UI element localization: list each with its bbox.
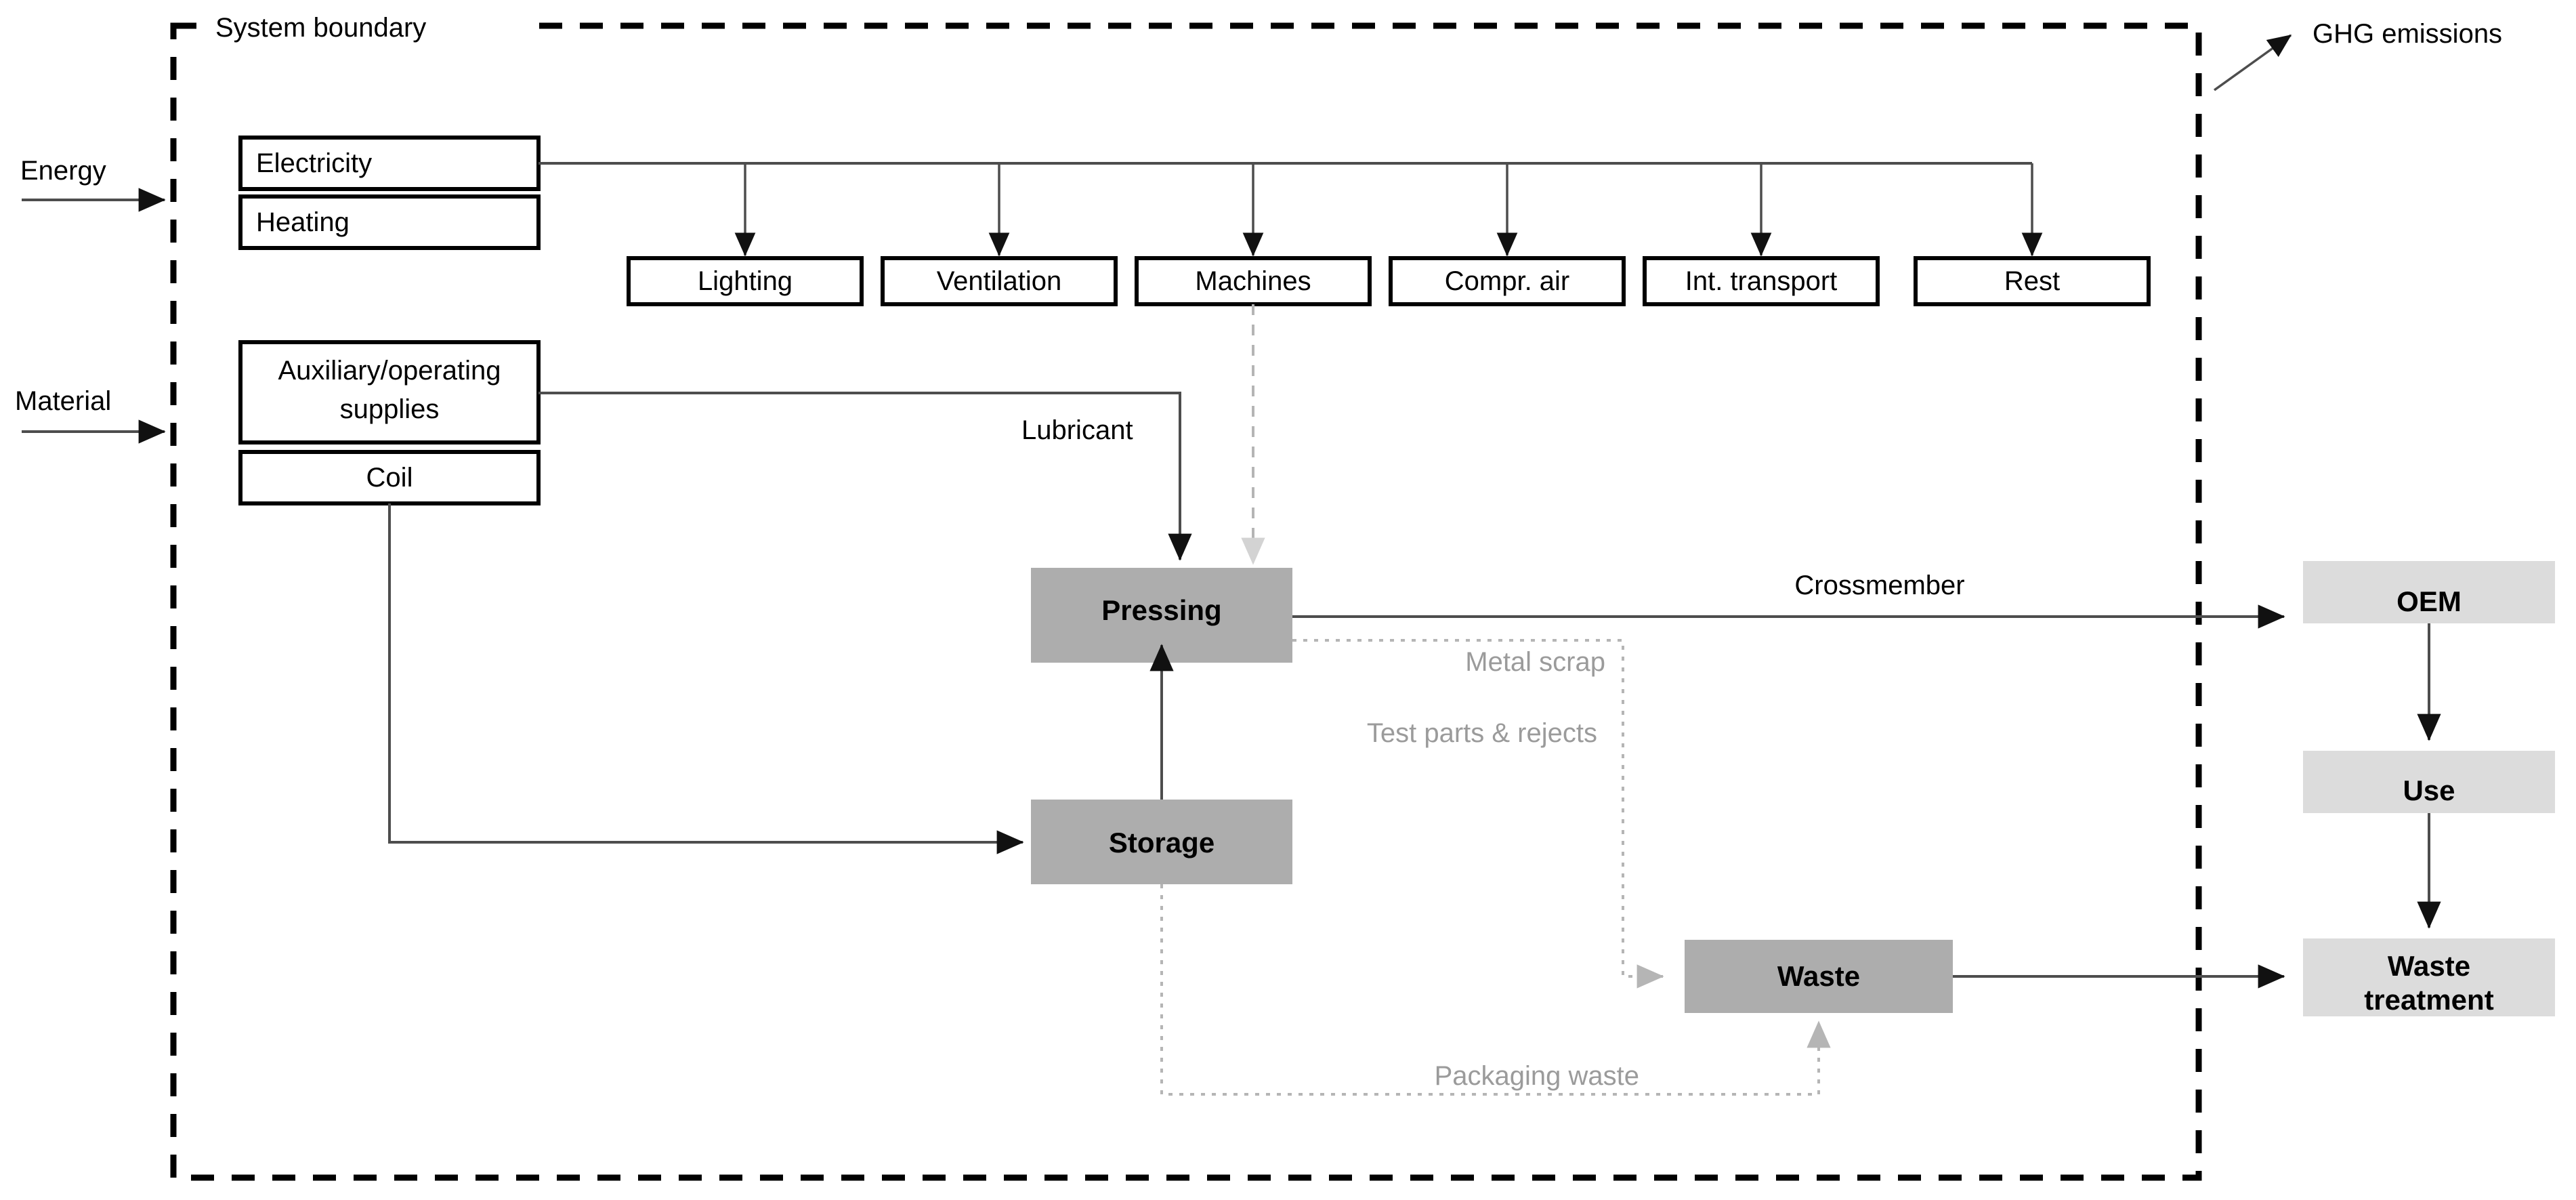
lighting-box[interactable] xyxy=(627,256,864,306)
storage-box[interactable] xyxy=(1031,800,1292,884)
heating-box-label: Heating xyxy=(256,207,350,237)
waste-treatment-box-label-line1: Waste xyxy=(2388,950,2470,982)
auxiliary-supplies-label-line1: Auxiliary/operating xyxy=(278,356,501,386)
lubricant-flow-label: Lubricant xyxy=(1021,415,1133,445)
use-box-label: Use xyxy=(2403,774,2455,806)
compressed-air-box[interactable] xyxy=(1389,256,1626,306)
energy-input-label: Energy xyxy=(20,156,106,186)
metal-scrap-flow-label: Metal scrap xyxy=(1465,647,1605,677)
machines-box[interactable] xyxy=(1135,256,1372,306)
heating-box[interactable] xyxy=(238,194,541,250)
rest-box[interactable] xyxy=(1914,256,2151,306)
machines-box-label: Machines xyxy=(1195,266,1311,296)
storage-box-label: Storage xyxy=(1109,827,1215,858)
lubricant-connector xyxy=(539,392,1192,561)
waste-box-label: Waste xyxy=(1777,960,1860,992)
compressed-air-box-label: Compr. air xyxy=(1445,266,1570,296)
oem-box-label: OEM xyxy=(2396,585,2462,617)
coil-to-storage-connector xyxy=(388,503,1024,854)
waste-treatment-box[interactable] xyxy=(2303,938,2555,1016)
waste-treatment-box-label-line2: treatment xyxy=(2364,984,2493,1016)
use-box[interactable] xyxy=(2303,751,2555,813)
internal-transport-box[interactable] xyxy=(1643,256,1880,306)
ventilation-box[interactable] xyxy=(881,256,1118,306)
ghg-emissions-arrow xyxy=(2213,34,2292,91)
lighting-box-label: Lighting xyxy=(698,266,793,296)
system-boundary xyxy=(170,9,2202,1181)
pressing-box-label: Pressing xyxy=(1101,594,1221,626)
rest-box-label: Rest xyxy=(2004,266,2060,296)
ghg-emissions-label: GHG emissions xyxy=(2313,19,2502,49)
waste-box[interactable] xyxy=(1685,940,1953,1013)
auxiliary-supplies-label-line2: supplies xyxy=(340,394,440,424)
system-boundary-label: System boundary xyxy=(215,13,426,43)
scrap-to-waste-connector xyxy=(1292,639,1664,989)
electricity-box[interactable] xyxy=(238,136,541,191)
material-input-label: Material xyxy=(15,386,111,416)
coil-box-label: Coil xyxy=(366,463,413,493)
crossmember-flow-label: Crossmember xyxy=(1794,571,1964,600)
test-parts-flow-label: Test parts & rejects xyxy=(1367,718,1597,748)
oem-box[interactable] xyxy=(2303,561,2555,623)
packaging-waste-flow-label: Packaging waste xyxy=(1435,1061,1639,1091)
electricity-box-label: Electricity xyxy=(256,148,372,178)
internal-transport-box-label: Int. transport xyxy=(1685,266,1838,296)
ventilation-box-label: Ventilation xyxy=(937,266,1062,296)
packaging-waste-connector xyxy=(1160,884,1831,1096)
electricity-distribution-bus xyxy=(539,162,2043,257)
